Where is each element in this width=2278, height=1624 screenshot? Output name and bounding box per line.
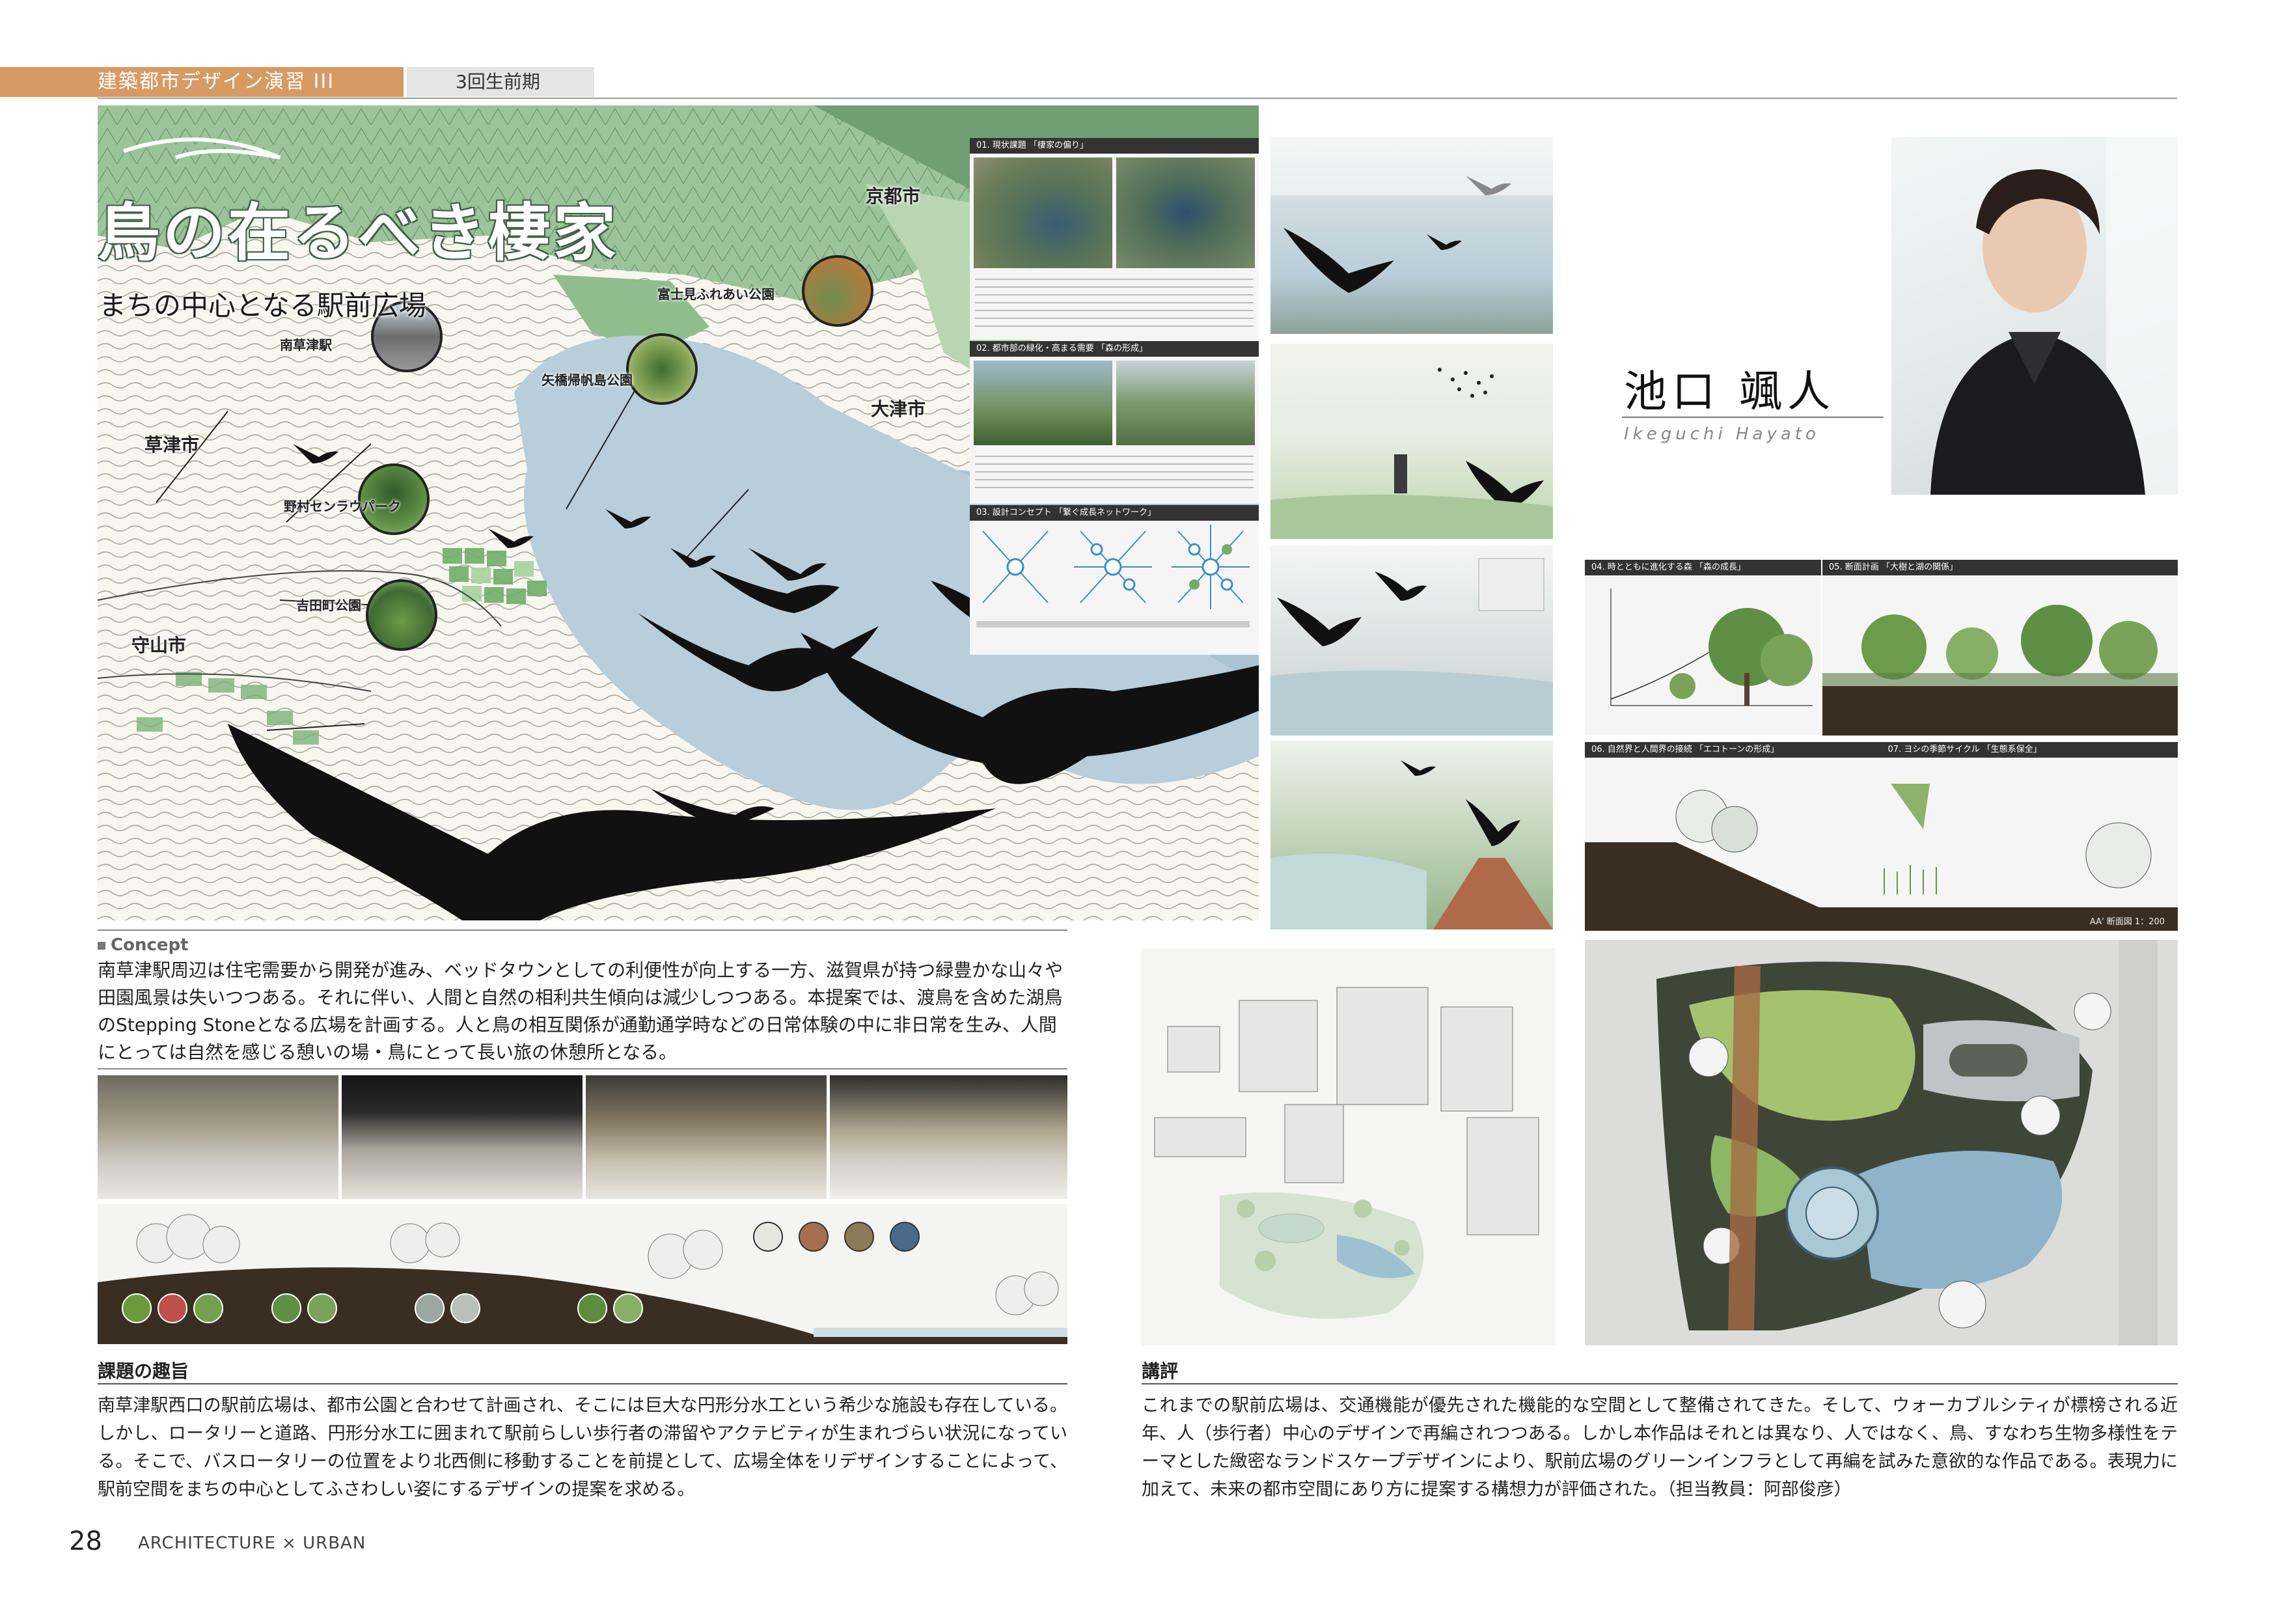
course-title: 建築都市デザイン演習 III <box>98 70 335 93</box>
board-heading: 05. 断面計画 「大樹と湖の関係」 <box>1822 560 2178 575</box>
project-title: 鳥の在るべき棲家 <box>98 197 618 269</box>
brief-heading: 課題の趣旨 <box>98 1360 189 1382</box>
ecotone-section-illustration <box>1585 784 2178 931</box>
bird-silhouettes <box>1270 137 1553 293</box>
portrait-silhouette <box>1930 137 2178 495</box>
long-section-drawing <box>98 1204 1067 1344</box>
site-photo-circle <box>626 333 698 405</box>
brief-body: 南草津駅西口の駅前広場は、都市公園と合わせて計画され、そこには巨大な円形分水工と… <box>98 1396 1067 1500</box>
concept-heading: Concept <box>98 935 189 955</box>
map-panel: 京都市 大津市 草津市 守山市 南草津駅 富士見ふれあい公園 矢橋帰帆島公園 野… <box>98 105 1259 920</box>
model-photo <box>98 1075 338 1199</box>
review-body: これまでの駅前広場は、交通機能が優先された機能的な空間として整備されてきた。そし… <box>1142 1396 2178 1500</box>
board-heading: 07. ヨシの季節サイクル 「生態系保全」 <box>1881 742 2178 758</box>
greening-photo <box>1116 361 1255 445</box>
satellite-map <box>974 158 1112 268</box>
satellite-map <box>1116 158 1255 268</box>
site-plan <box>1585 940 2178 1345</box>
site-label: 南草津駅 <box>280 337 332 353</box>
network-diagram <box>976 525 1250 627</box>
board-ecotone: 06. 自然界と人間界の接続 「エコトーンの形成」 07. ヨシの季節サイクル … <box>1585 742 2178 931</box>
long-section-illustration <box>98 1214 1067 1344</box>
site-photo-circle <box>371 301 443 372</box>
model-photo <box>830 1075 1067 1199</box>
city-label-otsu: 大津市 <box>871 398 926 420</box>
student-name: 池口 颯人 <box>1624 366 1835 417</box>
semester-tag <box>407 67 594 97</box>
perspective-boardwalk <box>1270 741 1553 929</box>
boardwalk-scene <box>1270 760 1553 929</box>
perspective-meadow <box>1270 344 1553 539</box>
board-text-lines <box>975 456 1254 495</box>
site-label: 吉田町公園 <box>296 598 361 613</box>
aerial-perspective <box>1142 948 1556 1345</box>
board-forest-growth: 04. 時とともに進化する森 「森の成長」 <box>1585 560 1821 736</box>
board-text-lines <box>975 279 1254 331</box>
section-trees-illustration <box>1822 605 2178 736</box>
student-portrait <box>1891 137 2178 495</box>
site-label: 矢橋帰帆島公園 <box>542 372 633 388</box>
student-roman-name: Ikeguchi Hayato <box>1624 424 1820 444</box>
model-photo <box>342 1075 583 1199</box>
concept-body: 南草津駅周辺は住宅需要から開発が進み、ベッドタウンとしての利便性が向上する一方、… <box>98 959 1064 1063</box>
site-photo-circle <box>802 255 873 327</box>
site-label: 野村センラウパーク <box>284 499 401 514</box>
review-heading: 講評 <box>1142 1360 1179 1382</box>
board-heading: 03. 設計コンセプト 「繋ぐ成長ネットワーク」 <box>970 505 1259 521</box>
journal-name: ARCHITECTURE × URBAN <box>138 1534 366 1553</box>
city-label-kyoto: 京都市 <box>866 186 921 207</box>
model-photo <box>586 1075 827 1199</box>
meadow-scene <box>1270 368 1553 539</box>
name-rule <box>1622 417 1884 418</box>
board-heading: 01. 現状課題 「棲家の偏り」 <box>970 138 1259 154</box>
board-heading: 06. 自然界と人間界の接続 「エコトーンの形成」 <box>1585 742 1882 758</box>
site-plan-illustration <box>1585 940 2178 1345</box>
growth-chart-illustration <box>1610 588 1813 706</box>
section-scale-label: AA' 断面図 1：200 <box>2089 917 2165 927</box>
review-rule <box>1142 1383 2178 1384</box>
concept-rule-top <box>98 929 1067 931</box>
aerial-perspective-illustration <box>1154 987 1539 1319</box>
site-label: 富士見ふれあい公園 <box>657 286 775 302</box>
project-subtitle: まちの中心となる駅前広場 <box>99 290 426 322</box>
site-photo-circle <box>358 463 430 535</box>
page-number: 28 <box>69 1526 102 1556</box>
concept-rule-bottom <box>98 1068 1067 1069</box>
city-label-kusatsu: 草津市 <box>144 434 200 456</box>
board-current-issue: 01. 現状課題 「棲家の偏り」 <box>970 138 1259 340</box>
board-heading: 04. 時とともに進化する森 「森の成長」 <box>1585 560 1821 575</box>
board-heading: 02. 都市部の緑化・高まる需要 「森の形成」 <box>970 341 1259 357</box>
course-tag <box>0 67 404 97</box>
perspective-lake <box>1270 137 1553 334</box>
city-label-moriyama: 守山市 <box>131 635 187 656</box>
board-network-concept: 03. 設計コンセプト 「繋ぐ成長ネットワーク」 <box>970 505 1259 655</box>
brief-rule <box>98 1383 1067 1384</box>
board-urban-greening: 02. 都市部の緑化・高まる需要 「森の形成」 <box>970 341 1259 504</box>
square-bullet-icon <box>98 941 105 950</box>
semester-label: 3回生前期 <box>456 71 540 92</box>
header-rule <box>98 98 2177 99</box>
greening-photo <box>974 361 1112 445</box>
board-section-plan: 05. 断面計画 「大樹と湖の関係」 <box>1822 560 2178 736</box>
perspective-waterside <box>1270 545 1553 736</box>
waterside-scene <box>1270 558 1553 736</box>
site-photo-circle <box>366 579 437 651</box>
